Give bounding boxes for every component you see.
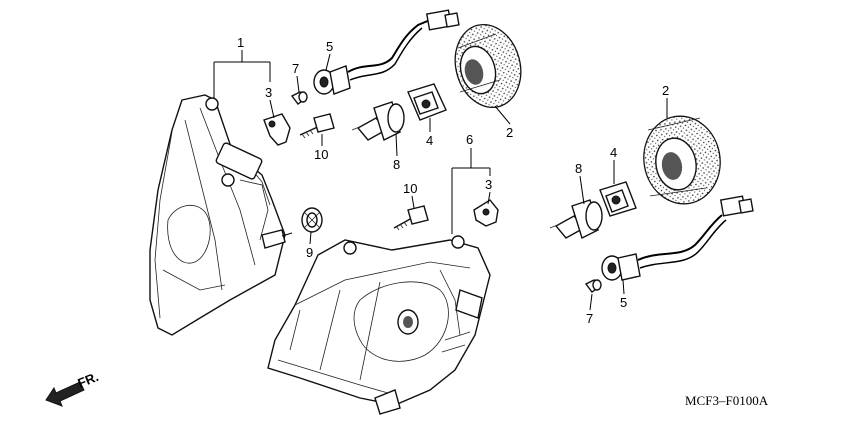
front-direction-label: FR. — [76, 369, 101, 391]
callout-4-top: 4 — [426, 133, 433, 148]
screw-part-10-mid — [393, 205, 429, 231]
callout-8-top: 8 — [393, 157, 400, 172]
callout-5-top: 5 — [326, 39, 333, 54]
screw-part-10-top — [299, 113, 335, 139]
callout-5-right: 5 — [620, 295, 627, 310]
bulb-part-8-right — [549, 199, 603, 239]
front-arrow-icon — [45, 381, 85, 407]
leader-lines — [213, 50, 668, 311]
socket-part-4-top — [407, 83, 447, 121]
socket-wire-part-5-right — [601, 195, 754, 281]
grommet-part-9 — [301, 207, 323, 233]
callout-8-right: 8 — [575, 161, 582, 176]
callout-4-right: 4 — [610, 145, 617, 160]
callout-6: 6 — [466, 132, 473, 147]
headlight-left-assembly — [149, 94, 293, 336]
headlight-center-assembly — [267, 235, 491, 415]
callout-3-left: 3 — [265, 85, 272, 100]
front-direction-indicator: FR. — [45, 369, 101, 407]
callout-10-top: 10 — [314, 147, 328, 162]
callout-9: 9 — [306, 245, 313, 260]
callout-3-mid: 3 — [485, 177, 492, 192]
callout-1: 1 — [237, 35, 244, 50]
small-bulb-part-7-top — [290, 91, 308, 105]
dust-cover-part-2-top — [454, 23, 522, 109]
callout-2-right: 2 — [662, 83, 669, 98]
callout-7-top: 7 — [292, 61, 299, 76]
dust-cover-part-2-right — [643, 115, 721, 205]
diagram-code: MCF3–F0100A — [685, 393, 769, 408]
small-bulb-part-7-right — [584, 279, 602, 293]
bracket-part-3-left — [263, 113, 291, 146]
callout-numbers: 1 3 7 5 10 8 4 2 6 3 10 9 2 4 8 5 7 — [237, 35, 669, 326]
callout-10-mid: 10 — [403, 181, 417, 196]
bracket-part-3-mid — [473, 199, 499, 227]
callout-2-top: 2 — [506, 125, 513, 140]
socket-part-4-right — [599, 181, 637, 217]
socket-wire-part-5-top — [313, 9, 460, 95]
bulb-part-8-top — [351, 101, 405, 141]
callout-7-right: 7 — [586, 311, 593, 326]
